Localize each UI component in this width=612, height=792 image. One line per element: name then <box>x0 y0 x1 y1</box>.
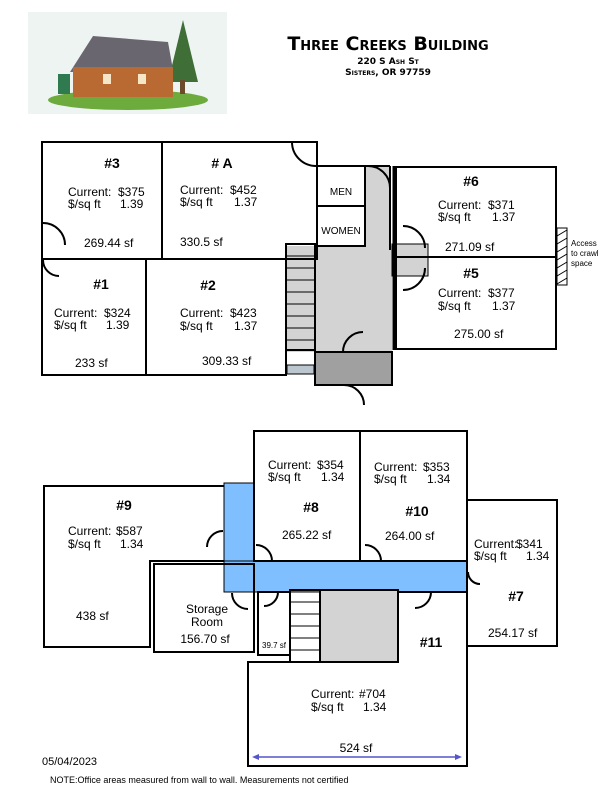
current-rent: $452 <box>230 183 257 197</box>
current-label: Current: <box>180 306 224 320</box>
rate-value: 1.34 <box>321 470 345 484</box>
rate-value: 1.37 <box>234 319 258 333</box>
current-rent: $324 <box>104 306 131 320</box>
rate-value: 1.34 <box>120 537 144 551</box>
unit-area: 265.22 sf <box>282 528 332 542</box>
current-label: Current: <box>180 183 224 197</box>
unit-area: 330.5 sf <box>180 235 223 249</box>
unit-number: #9 <box>116 497 132 513</box>
date: 05/04/2023 <box>42 756 98 768</box>
current-rent: $377 <box>488 286 515 300</box>
storage-label: Storage <box>185 602 229 616</box>
unit-number: #10 <box>405 503 429 519</box>
rate-label: $/sq ft <box>268 470 301 484</box>
unit-area: 269.44 sf <box>84 236 134 250</box>
rate-value: 1.37 <box>492 210 516 224</box>
unit-area: 309.33 sf <box>202 354 252 368</box>
rate-label: $/sq ft <box>180 195 213 209</box>
unit-number: #8 <box>303 499 319 515</box>
crawl-label-line: to crawl <box>571 249 599 258</box>
address-line-1: 220 S Ash St <box>357 57 419 67</box>
building-title: Three Creeks Building <box>287 33 489 55</box>
rate-label: $/sq ft <box>438 299 471 313</box>
house-illustration <box>48 20 208 110</box>
building-logo <box>28 12 227 114</box>
current-rent: $375 <box>118 185 145 199</box>
current-rent: $354 <box>317 458 344 472</box>
rate-value: 1.34 <box>363 700 387 714</box>
current-label: Current: <box>438 286 482 300</box>
unit-number: #5 <box>463 265 479 281</box>
rate-value: 1.39 <box>106 318 130 332</box>
rate-label: $/sq ft <box>438 210 471 224</box>
current-rent: $371 <box>488 198 515 212</box>
current-label: Current: <box>374 460 418 474</box>
unit-number: #6 <box>463 173 479 189</box>
rate-label: $/sq ft <box>180 319 213 333</box>
unit-area: 233 sf <box>75 356 108 370</box>
current-rent: $353 <box>423 460 450 474</box>
measurement-note: NOTE:Office areas measured from wall to … <box>50 775 349 785</box>
current-label: Current: <box>68 185 112 199</box>
current-label: Current: <box>268 458 312 472</box>
unit-area: 524 sf <box>339 741 373 755</box>
small-room-area: 39.7 sf <box>262 641 287 650</box>
current-label: Current: <box>474 537 518 551</box>
unit-area: 254.17 sf <box>488 626 538 640</box>
storage-label: Room <box>190 615 224 629</box>
current-rent: $341 <box>516 537 543 551</box>
rate-value: 1.34 <box>526 549 550 563</box>
unit-number: #2 <box>200 277 216 293</box>
crawl-label-line: Access <box>571 239 597 248</box>
unit-area: 264.00 sf <box>385 529 435 543</box>
rate-label: $/sq ft <box>54 318 87 332</box>
unit-area: 271.09 sf <box>445 240 495 254</box>
unit-number: #1 <box>93 276 109 292</box>
rate-value: 1.39 <box>120 197 144 211</box>
current-label: Current: <box>438 198 482 212</box>
current-label: Current: <box>68 524 112 538</box>
storage-area: 156.70 sf <box>180 632 230 646</box>
rate-value: 1.34 <box>427 472 451 486</box>
unit-area: 275.00 sf <box>454 327 504 341</box>
address-line-2: Sisters, OR 97759 <box>345 68 431 78</box>
unit-area: 438 sf <box>76 609 109 623</box>
rate-label: $/sq ft <box>68 537 101 551</box>
unit-number: #11 <box>419 634 443 650</box>
rate-value: 1.37 <box>234 195 258 209</box>
current-label: Current: <box>54 306 98 320</box>
unit-number: # A <box>211 155 233 171</box>
rate-label: $/sq ft <box>374 472 407 486</box>
current-rent: $423 <box>230 306 257 320</box>
crawl-label-line: space <box>571 259 593 268</box>
unit-number: #7 <box>508 588 524 604</box>
current-rent: #704 <box>359 687 386 701</box>
men-restroom-label: MEN <box>329 187 353 198</box>
current-label: Current: <box>311 687 355 701</box>
current-rent: $587 <box>116 524 143 538</box>
rate-value: 1.37 <box>492 299 516 313</box>
rate-label: $/sq ft <box>474 549 507 563</box>
women-restroom-label: WOMEN <box>321 226 361 237</box>
rate-label: $/sq ft <box>311 700 344 714</box>
rate-label: $/sq ft <box>68 197 101 211</box>
unit-number: #3 <box>104 155 120 171</box>
